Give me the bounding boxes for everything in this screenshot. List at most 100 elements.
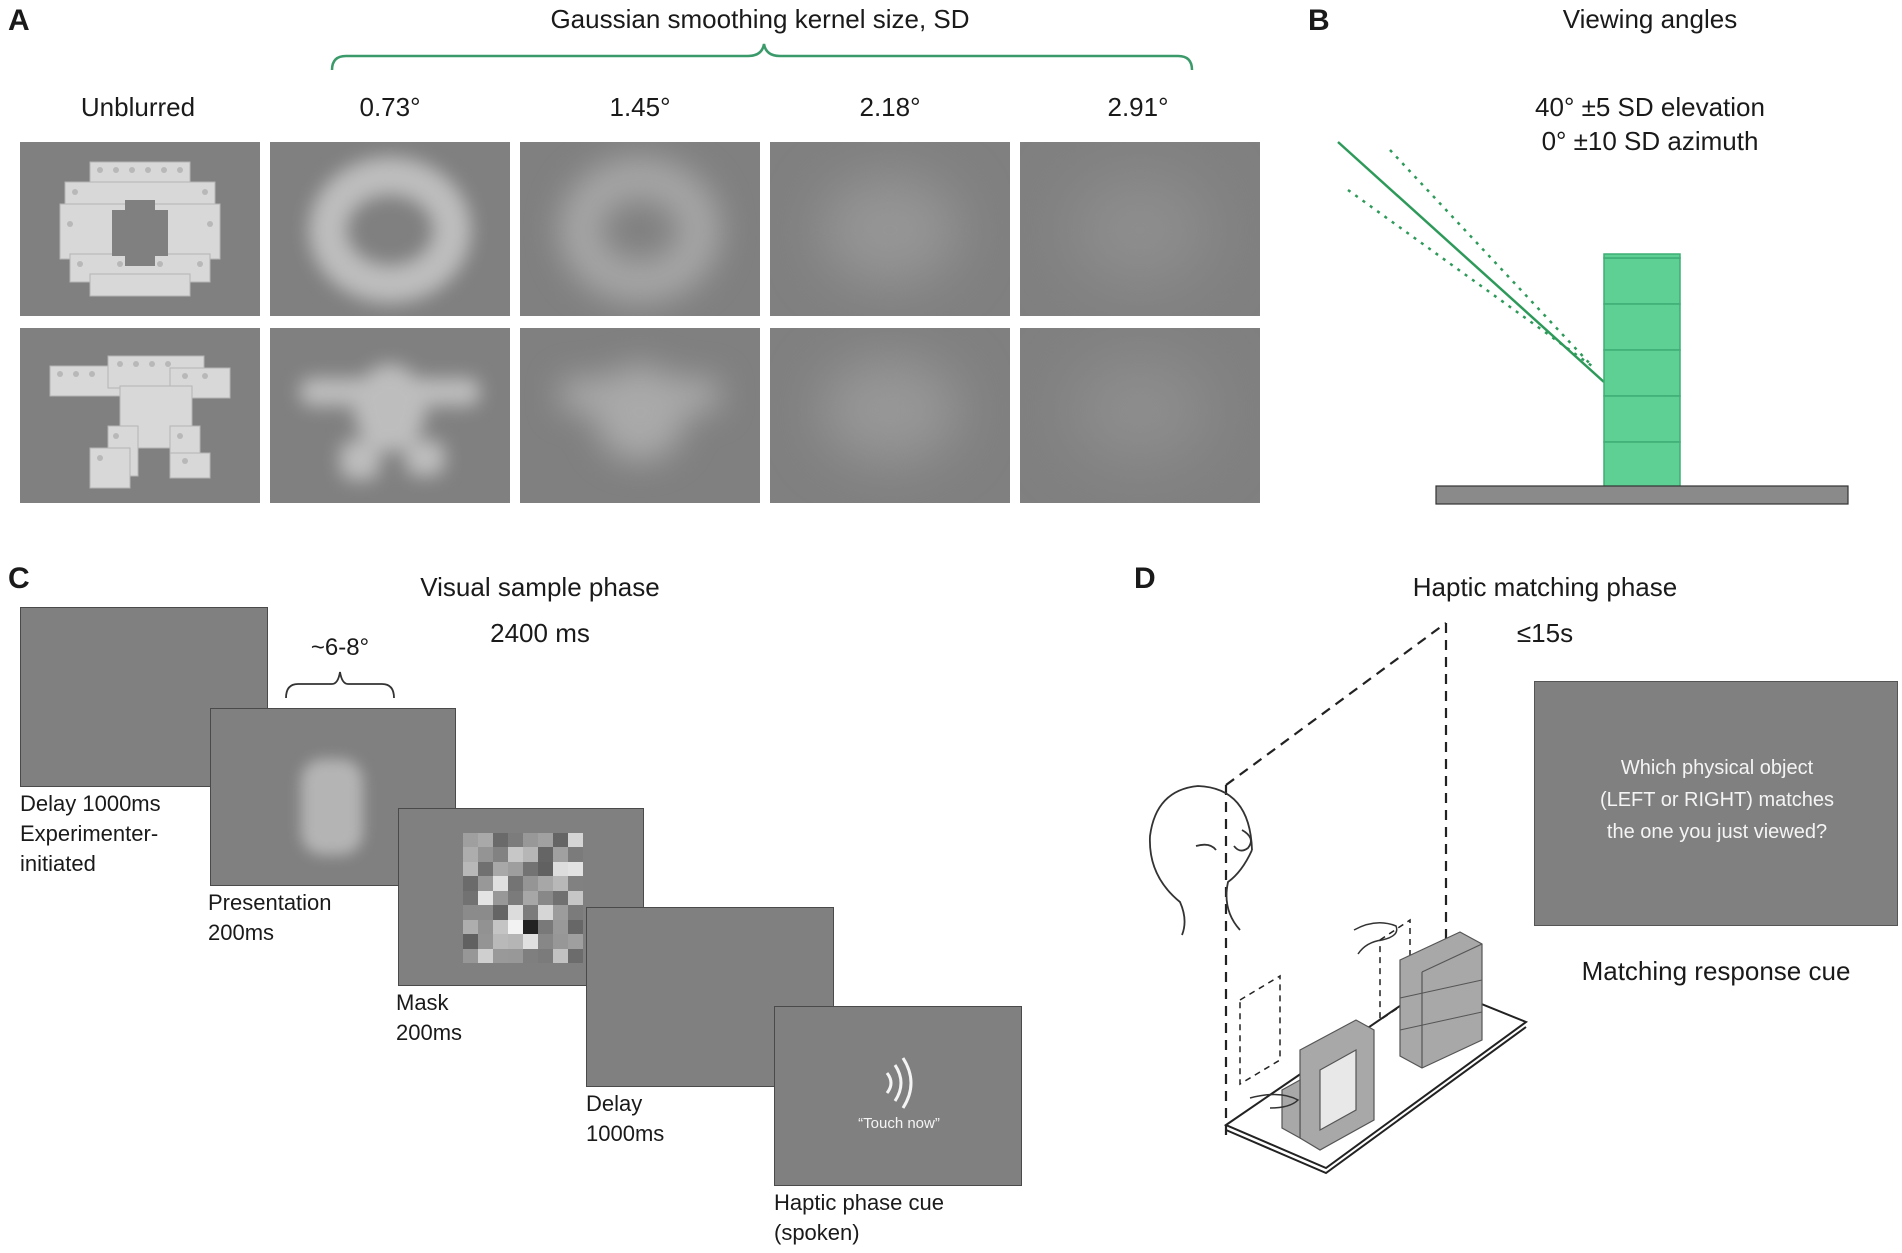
mask-cell <box>508 934 523 949</box>
mask-cell <box>478 890 493 906</box>
stimulus-ring-blur-2-91 <box>1020 142 1260 316</box>
mask-cell <box>538 905 553 920</box>
mask-cell <box>568 934 583 949</box>
stimulus-ring-blur-1-45 <box>520 142 760 316</box>
stimulus-ring-unblurred <box>20 142 260 316</box>
panel-a-letter: A <box>8 4 30 37</box>
col-label-2-91: 2.91° <box>1107 92 1169 122</box>
mask-cell <box>538 847 553 862</box>
mask-cell <box>538 861 553 877</box>
screen-mask <box>398 808 644 986</box>
mask-cell <box>463 876 478 891</box>
mask-cell <box>523 934 538 949</box>
mask-cell <box>463 934 478 949</box>
head-icon <box>1149 785 1253 936</box>
mask-cell <box>508 890 523 906</box>
mask-cell <box>553 847 568 862</box>
mask-cell <box>523 847 538 862</box>
haptic-matching-title: Haptic matching phase <box>1412 572 1678 602</box>
mask-cell <box>523 905 538 920</box>
mask-cell <box>523 919 538 935</box>
stimulus-extent-brace <box>285 671 395 699</box>
col-label-unblurred: Unblurred <box>80 92 196 122</box>
sound-wave-icon <box>885 1057 913 1109</box>
screen-haptic-cue: “Touch now” <box>774 1006 1022 1186</box>
mask-cell <box>538 934 553 949</box>
mask-cell <box>523 861 538 877</box>
mask-cell <box>568 905 583 920</box>
stimulus-extent-label: ~6-8° <box>310 634 370 661</box>
haptic-setup-illustration <box>1149 622 1529 1175</box>
mask-cell <box>538 890 553 906</box>
screen-mask-label: Mask 200ms <box>396 990 463 1045</box>
col-label-0-73: 0.73° <box>359 92 421 122</box>
screen-haptic-cue-label: Haptic phase cue (spoken) <box>774 1190 944 1245</box>
mask-cell <box>463 833 478 848</box>
mask-cell <box>508 861 523 877</box>
mask-cell <box>463 890 478 906</box>
view-line-mean <box>1337 141 1605 383</box>
mask-cell <box>538 919 553 935</box>
mask-cell <box>568 861 583 877</box>
panel-c-letter: C <box>8 562 30 595</box>
stacked-tower <box>1603 253 1681 489</box>
mask-cell <box>523 876 538 891</box>
mask-cell <box>463 905 478 920</box>
mask-cell <box>463 948 478 963</box>
mask-cell <box>463 919 478 935</box>
view-line-upper-sd <box>1389 149 1593 367</box>
mask-pattern <box>463 833 583 963</box>
mask-cell <box>568 847 583 862</box>
mask-cell <box>523 890 538 906</box>
mask-cell <box>493 905 508 920</box>
matching-response-cue-label: Matching response cue <box>1581 956 1851 986</box>
mask-cell <box>538 833 553 848</box>
visual-sample-duration: 2400 ms <box>490 618 590 648</box>
screen-delay-2-label: Delay 1000ms <box>586 1091 665 1146</box>
right-object <box>1399 931 1483 1069</box>
stimulus-ring-blur-0-73 <box>270 142 510 316</box>
mask-cell <box>508 948 523 963</box>
mask-cell <box>493 934 508 949</box>
viewing-angle-diagram <box>1337 141 1849 505</box>
mask-cell <box>493 948 508 963</box>
mask-cell <box>523 948 538 963</box>
mask-cell <box>478 919 493 935</box>
mask-cell <box>493 919 508 935</box>
mask-cell <box>553 919 568 935</box>
mask-cell <box>463 847 478 862</box>
panel-d-letter: D <box>1134 562 1156 595</box>
viewing-angles-title: Viewing angles <box>1562 4 1738 34</box>
mask-cell <box>478 905 493 920</box>
mask-cell <box>478 934 493 949</box>
stimulus-figure-blur-2-18 <box>770 328 1010 503</box>
left-object <box>1281 1019 1375 1151</box>
mask-cell <box>568 948 583 963</box>
screen-delay-label: Delay 1000ms Experimenter- initiated <box>20 791 161 876</box>
matching-prompt: Which physical object (LEFT or RIGHT) ma… <box>1599 757 1835 843</box>
stimulus-figure-blur-0-73 <box>270 328 510 503</box>
mask-cell <box>508 876 523 891</box>
mask-cell <box>493 890 508 906</box>
mask-cell <box>478 948 493 963</box>
figure-object <box>49 355 231 489</box>
elevation-label: 40° ±5 SD elevation <box>1535 92 1765 122</box>
mask-cell <box>508 847 523 862</box>
mask-cell <box>478 861 493 877</box>
mask-cell <box>508 833 523 848</box>
mask-cell <box>508 905 523 920</box>
stimulus-ring-blur-2-18 <box>770 142 1010 316</box>
mask-cell <box>478 833 493 848</box>
screen-presentation-label: Presentation 200ms <box>208 890 332 945</box>
mask-cell <box>463 861 478 877</box>
mask-cell <box>553 861 568 877</box>
mask-cell <box>478 876 493 891</box>
mask-cell <box>553 905 568 920</box>
ring-object <box>59 161 221 297</box>
ground-base <box>1435 485 1849 505</box>
mask-cell <box>553 876 568 891</box>
stimulus-figure-blur-2-91 <box>1020 328 1260 503</box>
matching-response-screen: Which physical object (LEFT or RIGHT) ma… <box>1534 681 1898 926</box>
mask-cell <box>508 919 523 935</box>
mask-cell <box>538 948 553 963</box>
